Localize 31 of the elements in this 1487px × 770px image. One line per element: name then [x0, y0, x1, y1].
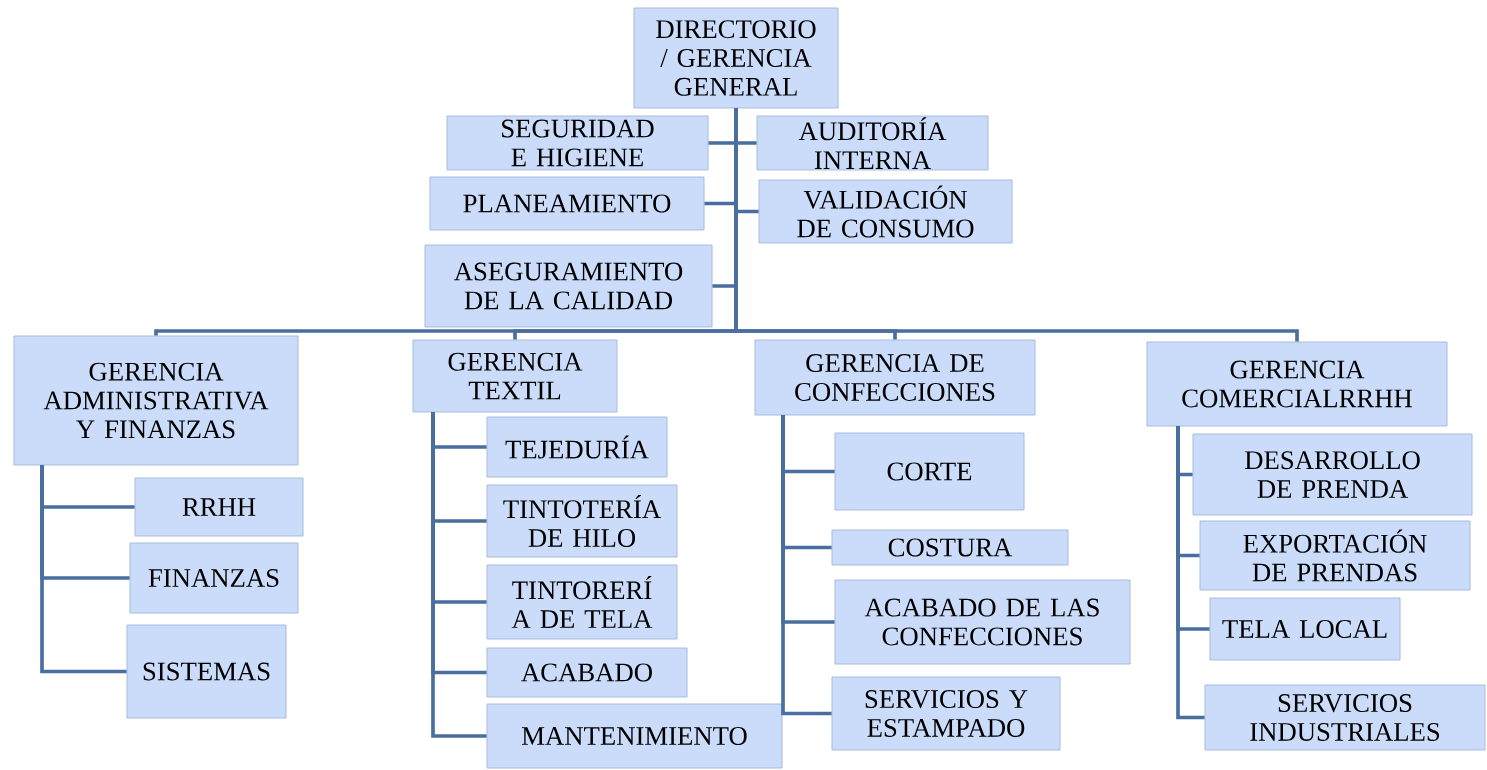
unit-box: CORTE [834, 432, 1025, 511]
unit-box: TEJEDURÍA [486, 416, 668, 478]
connector-line [781, 415, 832, 716]
unit-box: EXPORTACIÓN DE PRENDAS [1199, 520, 1471, 591]
unit-box: COSTURA [831, 529, 1069, 566]
unit-box: SISTEMAS [126, 624, 287, 719]
unit-box: FINANZAS [129, 542, 299, 614]
connector-line [734, 108, 1299, 342]
staff-box: VALIDACIÓN DE CONSUMO [758, 179, 1013, 244]
unit-box: MANTENIMIENTO [486, 703, 783, 769]
unit-box: TELA LOCAL [1209, 597, 1401, 661]
connector-line [431, 412, 487, 738]
staff-box: SEGURIDAD E HIGIENE [446, 115, 709, 171]
connector-line [40, 465, 127, 674]
unit-box: SERVICIOS INDUSTRIALES [1204, 684, 1486, 751]
unit-box: RRHH [134, 477, 304, 537]
department-box: GERENCIA COMERCIALRRHH [1146, 341, 1448, 427]
unit-box: ACABADO [486, 647, 688, 698]
department-box: GERENCIA DE CONFECCIONES [754, 339, 1036, 416]
unit-box: DESARROLLO DE PRENDA [1192, 433, 1473, 516]
staff-box: AUDITORÍA INTERNA [756, 115, 989, 171]
staff-box: PLANEAMIENTO [429, 176, 705, 231]
unit-box: TINTOTERÍA DE HILO [486, 484, 678, 558]
unit-box: TINTORERÍ A DE TELA [486, 564, 678, 640]
department-box: GERENCIA TEXTIL [412, 339, 618, 413]
director-box: DIRECTORIO / GERENCIA GENERAL [633, 7, 839, 109]
connector-line [1176, 426, 1205, 720]
staff-box: ASEGURAMIENTO DE LA CALIDAD [424, 244, 713, 328]
unit-box: ACABADO DE LAS CONFECCIONES [834, 579, 1131, 665]
department-box: GERENCIA ADMINISTRATIVA Y FINANZAS [13, 335, 299, 466]
unit-box: SERVICIOS Y ESTAMPADO [831, 676, 1061, 751]
